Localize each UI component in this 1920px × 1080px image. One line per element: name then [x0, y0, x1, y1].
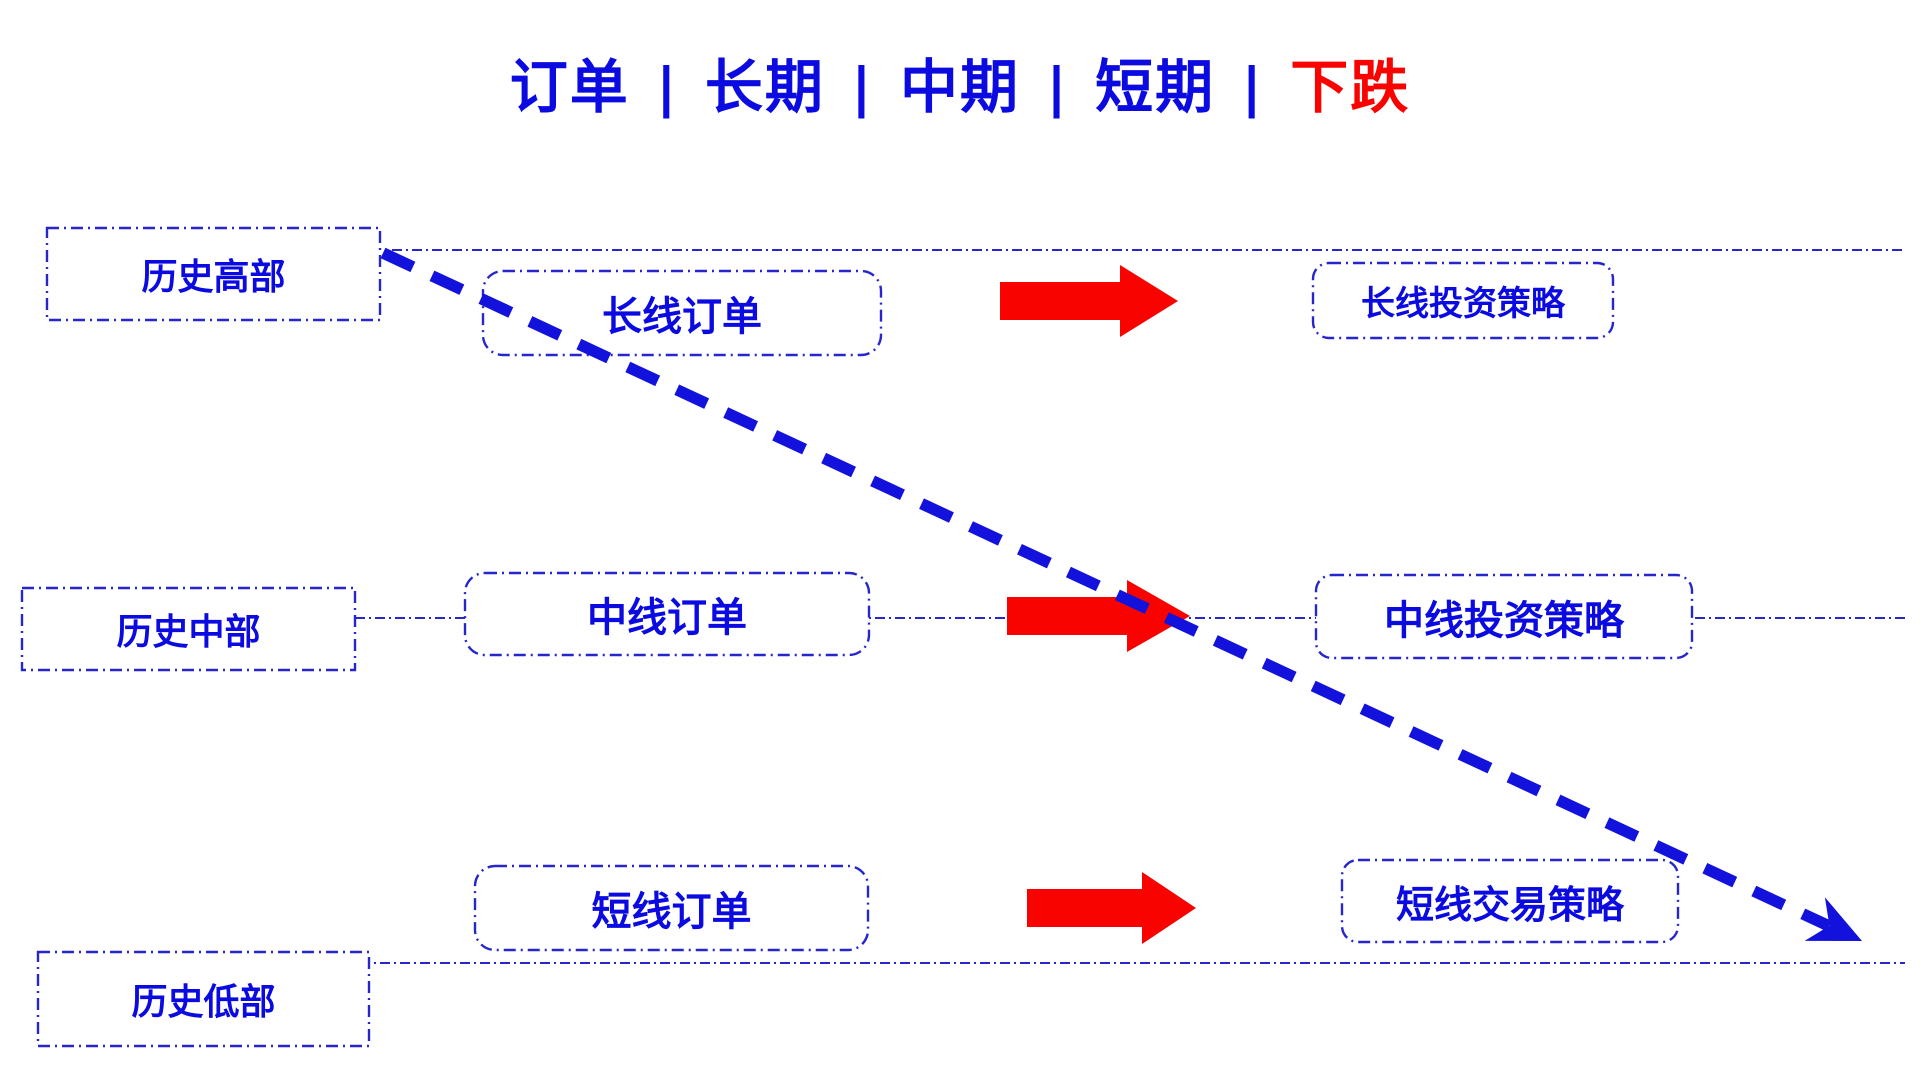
- title-separator: |: [655, 55, 679, 119]
- short-strategy-label: 短线交易策略: [1395, 881, 1624, 927]
- mid-strategy-box: [1314, 573, 1694, 660]
- title-segment: 短期: [1095, 53, 1216, 121]
- title-separator: |: [1241, 55, 1265, 119]
- history-top-box: [45, 226, 382, 322]
- mid-order-box: [463, 571, 871, 657]
- flow-arrow-icon-long: [1000, 265, 1178, 337]
- title-segment-downtrend: 下跌: [1290, 53, 1411, 121]
- flow-arrow-icon-short: [1027, 872, 1196, 944]
- page-title: 订单 | 长期 | 中期 | 短期 | 下跌: [0, 40, 1920, 124]
- title-separator: |: [850, 55, 874, 119]
- title-segment: 长期: [704, 53, 825, 121]
- mid-strategy-label: 中线投资策略: [1384, 596, 1624, 644]
- title-segment: 订单: [509, 53, 630, 121]
- long-strategy-label: 长线投资策略: [1361, 284, 1565, 324]
- history-bottom-label: 历史低部: [131, 981, 276, 1023]
- long-order-box: [481, 269, 883, 357]
- history-top-label: 历史高部: [141, 256, 286, 298]
- long-order-label: 长线订单: [602, 293, 762, 340]
- history-bottom-box: [36, 950, 371, 1048]
- history-mid-label: 历史中部: [116, 611, 261, 653]
- history-mid-box: [20, 586, 357, 672]
- short-order-label: 短线订单: [591, 888, 752, 935]
- mid-order-label: 中线订单: [587, 594, 747, 641]
- title-separator: |: [1046, 55, 1070, 119]
- trend-arrow-icon: [1804, 897, 1862, 941]
- flow-arrow-icon-mid: [1007, 580, 1190, 652]
- long-strategy-box: [1311, 261, 1615, 340]
- short-order-box: [473, 864, 870, 952]
- title-segment: 中期: [899, 53, 1020, 121]
- short-strategy-box: [1340, 858, 1680, 944]
